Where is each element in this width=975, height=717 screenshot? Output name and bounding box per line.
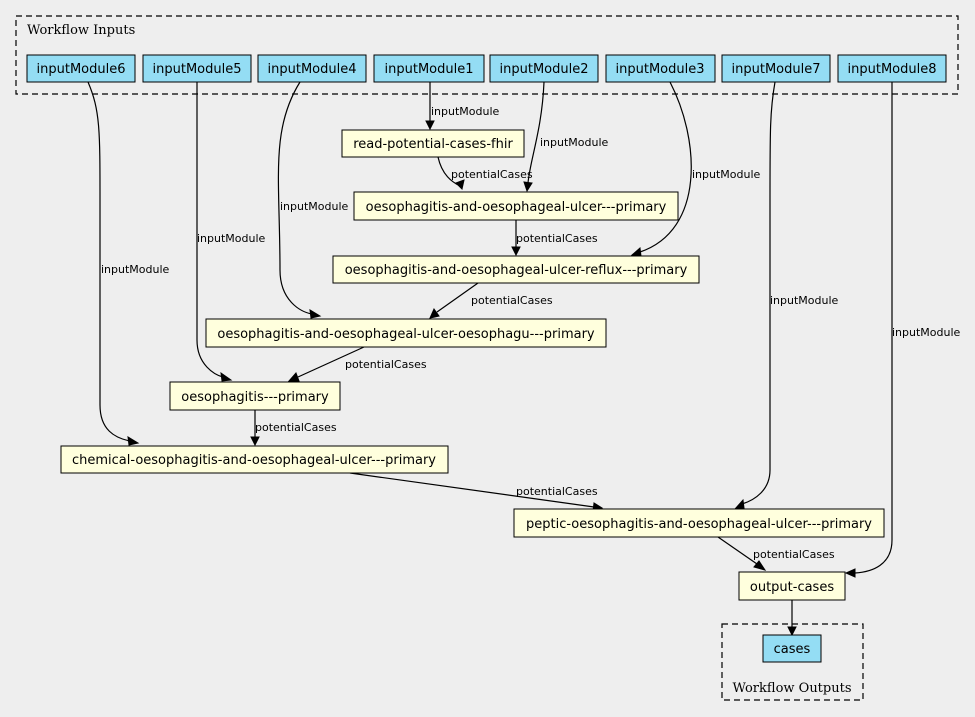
svg-text:inputModule2: inputModule2	[500, 62, 589, 77]
svg-text:oesophagitis---primary: oesophagitis---primary	[181, 390, 329, 405]
edge-label: inputModule	[892, 326, 961, 339]
node-inputmodule5[interactable]: inputModule5	[142, 54, 252, 83]
cluster-title-outputs: Workflow Outputs	[733, 681, 852, 696]
edge-label: potentialCases	[451, 168, 533, 181]
svg-text:inputModule5: inputModule5	[153, 62, 242, 77]
svg-text:output-cases: output-cases	[750, 580, 834, 595]
node-inputmodule2[interactable]: inputModule2	[489, 54, 599, 83]
node-output-cases[interactable]: output-cases	[738, 571, 846, 601]
node-peptic-oesophagitis-primary[interactable]: peptic-oesophagitis-and-oesophageal-ulce…	[513, 508, 885, 538]
edge-oesophagu-to-oesophagitis: potentialCases	[287, 346, 427, 382]
edge-inputmodule7-to-peptic: inputModule	[733, 81, 839, 510]
node-inputmodule7[interactable]: inputModule7	[721, 54, 831, 83]
node-oesophageal-ulcer-oesophagu-primary[interactable]: oesophagitis-and-oesophageal-ulcer-oesop…	[205, 318, 607, 348]
edge-label: inputModule	[101, 263, 170, 276]
edge-inputmodule8-to-output: inputModule	[844, 82, 961, 578]
cluster-title-inputs: Workflow Inputs	[27, 23, 135, 38]
edge-label: inputModule	[540, 136, 609, 149]
edge-peptic-to-output: potentialCases	[717, 536, 835, 571]
node-inputmodule8[interactable]: inputModule8	[837, 54, 947, 83]
edge-inputmodule3-to-reflux: inputModule	[630, 81, 761, 257]
svg-text:inputModule4: inputModule4	[268, 62, 357, 77]
edge-label: inputModule	[692, 168, 761, 181]
node-read-potential-cases-fhir[interactable]: read-potential-cases-fhir	[341, 129, 525, 158]
svg-text:peptic-oesophagitis-and-oesoph: peptic-oesophagitis-and-oesophageal-ulce…	[526, 517, 872, 532]
svg-text:inputModule1: inputModule1	[385, 62, 474, 77]
svg-text:cases: cases	[774, 642, 811, 657]
edge-label: inputModule	[431, 105, 500, 118]
edge-reflux-to-oesophagu: potentialCases	[429, 282, 553, 319]
node-inputmodule1[interactable]: inputModule1	[373, 54, 485, 83]
edge-inputmodule4-to-oesophagu: inputModule	[277, 81, 349, 319]
edge-label: inputModule	[770, 294, 839, 307]
edge-inputmodule1-to-read: inputModule	[425, 82, 500, 131]
edges: inputModule potentialCases inputModule p…	[87, 81, 961, 637]
edge-label: potentialCases	[516, 485, 598, 498]
svg-text:read-potential-cases-fhir: read-potential-cases-fhir	[353, 137, 513, 152]
svg-text:oesophagitis-and-oesophageal-u: oesophagitis-and-oesophageal-ulcer---pri…	[366, 200, 667, 215]
edge-label: potentialCases	[345, 358, 427, 371]
svg-text:inputModule6: inputModule6	[37, 62, 126, 77]
node-inputmodule4[interactable]: inputModule4	[257, 54, 367, 83]
edge-label: inputModule	[197, 232, 266, 245]
edge-inputmodule6-to-chemical: inputModule	[87, 81, 170, 446]
svg-text:oesophagitis-and-oesophageal-u: oesophagitis-and-oesophageal-ulcer-reflu…	[345, 263, 688, 278]
edge-inputmodule5-to-oesophagitis: inputModule	[196, 82, 266, 382]
edge-output-to-cases	[787, 600, 797, 637]
node-inputmodule6[interactable]: inputModule6	[26, 54, 136, 83]
edge-ulcer-to-reflux: potentialCases	[511, 220, 598, 257]
node-inputmodule3[interactable]: inputModule3	[605, 54, 716, 83]
svg-text:oesophagitis-and-oesophageal-u: oesophagitis-and-oesophageal-ulcer-oesop…	[217, 327, 595, 342]
node-oesophagitis-primary[interactable]: oesophagitis---primary	[169, 381, 341, 411]
edge-inputmodule2-to-ulcer: inputModule	[523, 81, 609, 193]
edge-label: inputModule	[280, 200, 349, 213]
node-oesophageal-ulcer-reflux-primary[interactable]: oesophagitis-and-oesophageal-ulcer-reflu…	[332, 255, 700, 284]
edge-chemical-to-peptic: potentialCases	[349, 472, 604, 512]
edge-label: potentialCases	[753, 548, 835, 561]
edge-oesophagitis-to-chemical: potentialCases	[250, 410, 337, 447]
svg-text:inputModule8: inputModule8	[848, 62, 937, 77]
edge-read-to-ulcer: potentialCases	[437, 156, 533, 190]
cluster-workflow-inputs: Workflow Inputs	[15, 15, 959, 95]
svg-text:inputModule3: inputModule3	[616, 62, 705, 77]
node-chemical-oesophagitis-primary[interactable]: chemical-oesophagitis-and-oesophageal-ul…	[60, 445, 449, 474]
node-cases[interactable]: cases	[762, 634, 822, 663]
node-oesophageal-ulcer-primary[interactable]: oesophagitis-and-oesophageal-ulcer---pri…	[353, 191, 679, 221]
edge-label: potentialCases	[471, 294, 553, 307]
edge-label: potentialCases	[516, 232, 598, 245]
svg-text:inputModule7: inputModule7	[732, 62, 821, 77]
svg-text:chemical-oesophagitis-and-oeso: chemical-oesophagitis-and-oesophageal-ul…	[72, 453, 436, 468]
edge-label: potentialCases	[255, 421, 337, 434]
